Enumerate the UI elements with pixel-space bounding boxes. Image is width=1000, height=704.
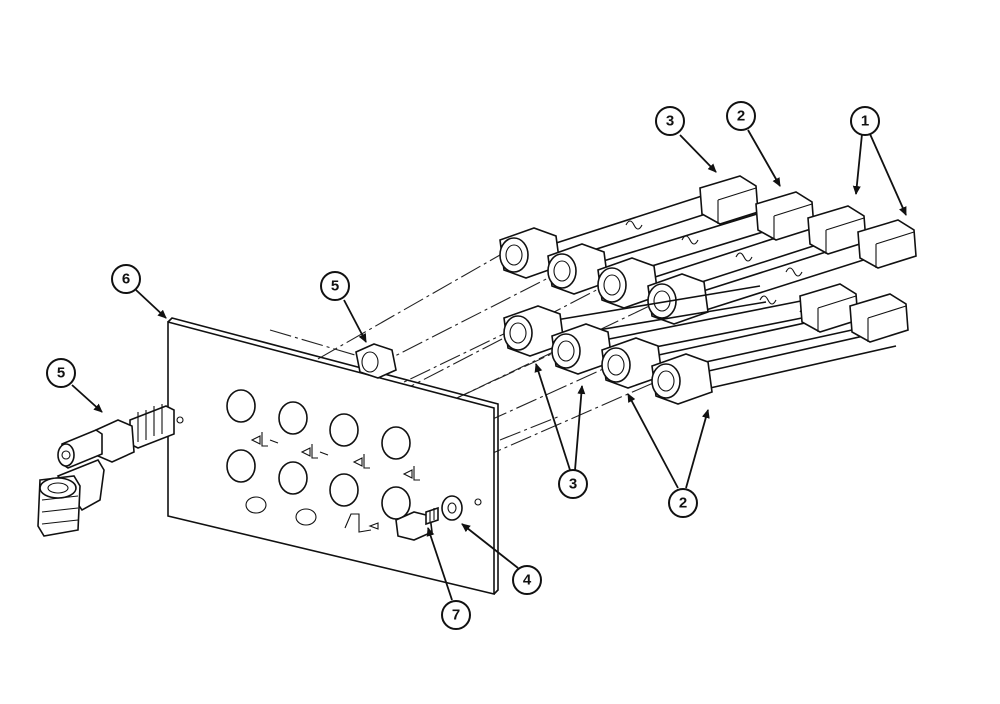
near-nut-3 <box>597 257 659 309</box>
far-nut-f <box>849 293 909 343</box>
callout-5-mid: 5 <box>320 271 350 301</box>
callout-3-bottom: 3 <box>558 469 588 499</box>
port-hole <box>329 413 359 447</box>
callout-1: 1 <box>850 106 880 136</box>
port-hole <box>226 389 256 423</box>
port-hole <box>278 461 308 495</box>
near-nut-8 <box>651 353 713 405</box>
callout-label: 3 <box>569 476 577 493</box>
screw <box>395 506 439 541</box>
callout-3-top: 3 <box>655 106 685 136</box>
callout-label: 4 <box>523 572 532 589</box>
callout-7: 7 <box>441 600 471 630</box>
callout-5-left: 5 <box>46 358 76 388</box>
near-nut-1 <box>499 227 561 279</box>
callout-2-top: 2 <box>726 101 756 131</box>
near-nut-7 <box>601 337 663 389</box>
callout-4: 4 <box>512 565 542 595</box>
port-hole <box>381 426 411 460</box>
elbow-fitting <box>37 404 175 537</box>
leader-lines <box>71 129 907 601</box>
far-nut-c <box>807 205 867 255</box>
far-nut-b <box>755 191 815 241</box>
callout-2-bottom: 2 <box>668 488 698 518</box>
port-hole <box>381 486 411 520</box>
far-nut-d <box>857 219 917 269</box>
mounting-panel <box>167 317 499 596</box>
callout-label: 5 <box>331 278 339 295</box>
port-hole <box>226 449 256 483</box>
callout-6: 6 <box>111 264 141 294</box>
callout-label: 2 <box>737 108 745 125</box>
callout-label: 5 <box>57 365 65 382</box>
port-hole <box>278 401 308 435</box>
hose-row-upper <box>499 175 917 325</box>
callout-label: 7 <box>452 607 460 624</box>
bulkhead-nut-mid <box>355 343 397 379</box>
port-hole <box>329 473 359 507</box>
callout-label: 3 <box>666 113 674 130</box>
hose-row-lower <box>503 283 909 405</box>
near-nut-6 <box>551 323 613 375</box>
callout-label: 2 <box>679 495 687 512</box>
far-nut-a <box>699 175 759 225</box>
callout-label: 6 <box>122 271 130 288</box>
callout-label: 1 <box>861 113 869 130</box>
washer <box>441 495 463 521</box>
far-nut-e <box>799 283 859 333</box>
